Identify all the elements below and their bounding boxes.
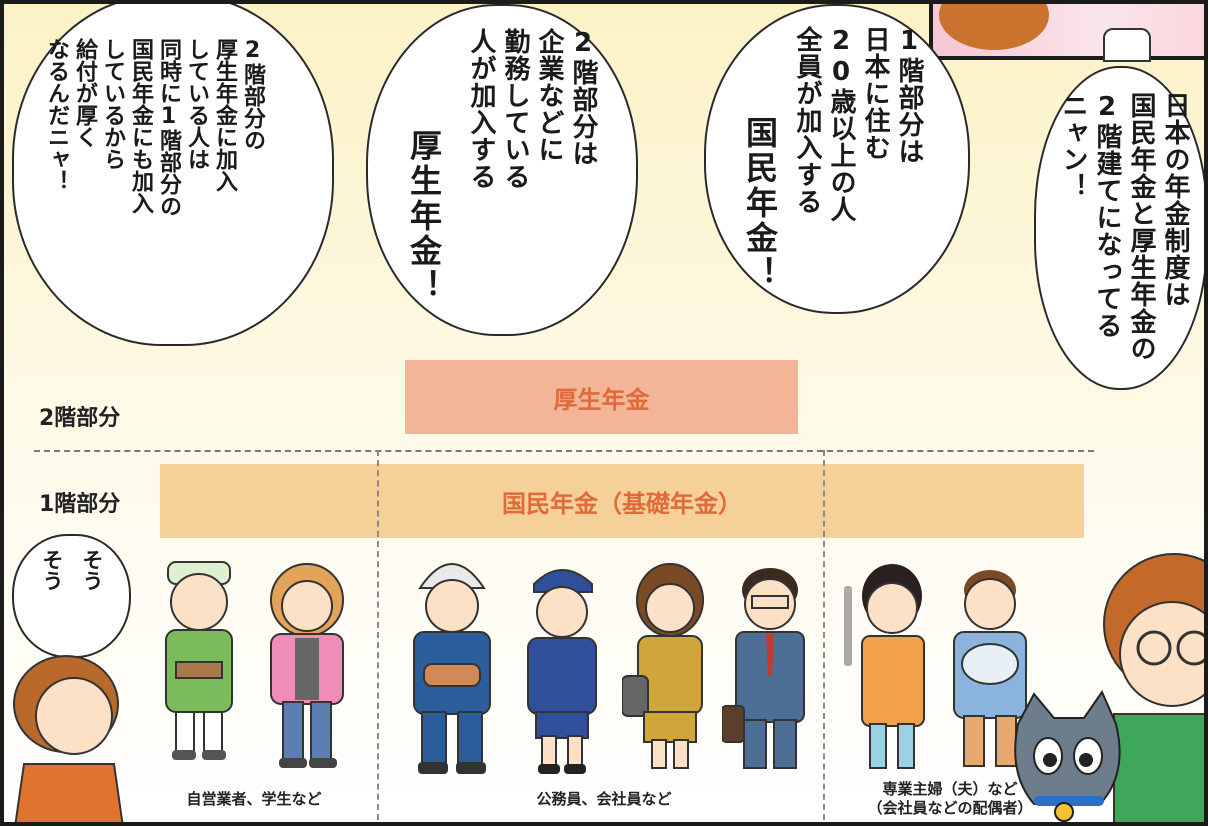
speech-bubble-sou-sou	[12, 534, 131, 658]
speech-text-sou-sou: そう そう	[40, 549, 104, 591]
self-employed-woman-illustration	[165, 561, 233, 760]
office-woman-illustration	[622, 563, 704, 769]
speech-bubble-national-pension	[704, 4, 970, 314]
speech-text-pension-system: 日本の年金制度は 国民年金と厚生年金の 2階建てになってる ニャン！	[1058, 92, 1190, 362]
woman-character-bottom-left	[13, 655, 124, 822]
employee-pension-bar: 厚生年金	[405, 360, 798, 434]
floor-divider	[34, 450, 1094, 452]
speech-bubble-benefits	[12, 4, 334, 346]
national-pension-bar-label: 国民年金（基礎年金）	[502, 489, 742, 518]
police-officer-illustration	[527, 569, 597, 774]
housewife-illustration	[844, 564, 925, 769]
employee-pension-bar-label: 厚生年金	[553, 385, 650, 414]
student-woman-illustration	[270, 563, 344, 768]
speech-text-second-floor: 2階部分は 企業などに 勤務している 人が加入する	[466, 28, 598, 190]
speech-text-national-pension: 国民年金！	[741, 116, 779, 291]
speech-text-employee-pension: 厚生年金！	[405, 129, 443, 304]
firefighter-illustration	[413, 563, 491, 774]
character-hair	[939, 4, 1049, 50]
speech-text-first-floor: 1階部分は 日本に住む 20歳以上の人 全員が加入する	[792, 26, 924, 223]
glasses-woman-character	[1103, 553, 1204, 822]
speech-bubble-employee-pension	[366, 4, 638, 336]
group-divider-2	[823, 450, 825, 820]
inset-frame	[929, 4, 1204, 62]
second-floor-label: 2階部分	[39, 406, 121, 431]
bottle-cap	[1103, 28, 1151, 62]
group-divider-1	[377, 450, 379, 820]
group-caption-self-employed: 自営業者、学生など	[186, 790, 322, 808]
group-caption-spouses-line1: 専業主婦（夫）など	[882, 780, 1018, 798]
national-pension-bar: 国民年金（基礎年金）	[160, 464, 1084, 538]
househusband-illustration	[953, 570, 1027, 767]
group-caption-spouses-line2: （会社員などの配偶者）	[867, 799, 1033, 817]
speech-text-benefits: 2階部分の 厚生年金に加入 している人は 同時に1階部分の 国民年金にも加入 し…	[44, 38, 265, 217]
cat-mascot	[1014, 689, 1121, 822]
group-caption-employees: 公務員、会社員など	[536, 790, 672, 808]
office-man-illustration	[722, 568, 805, 769]
speech-bubble-pension-system	[1034, 66, 1204, 390]
first-floor-label: 1階部分	[39, 492, 121, 517]
